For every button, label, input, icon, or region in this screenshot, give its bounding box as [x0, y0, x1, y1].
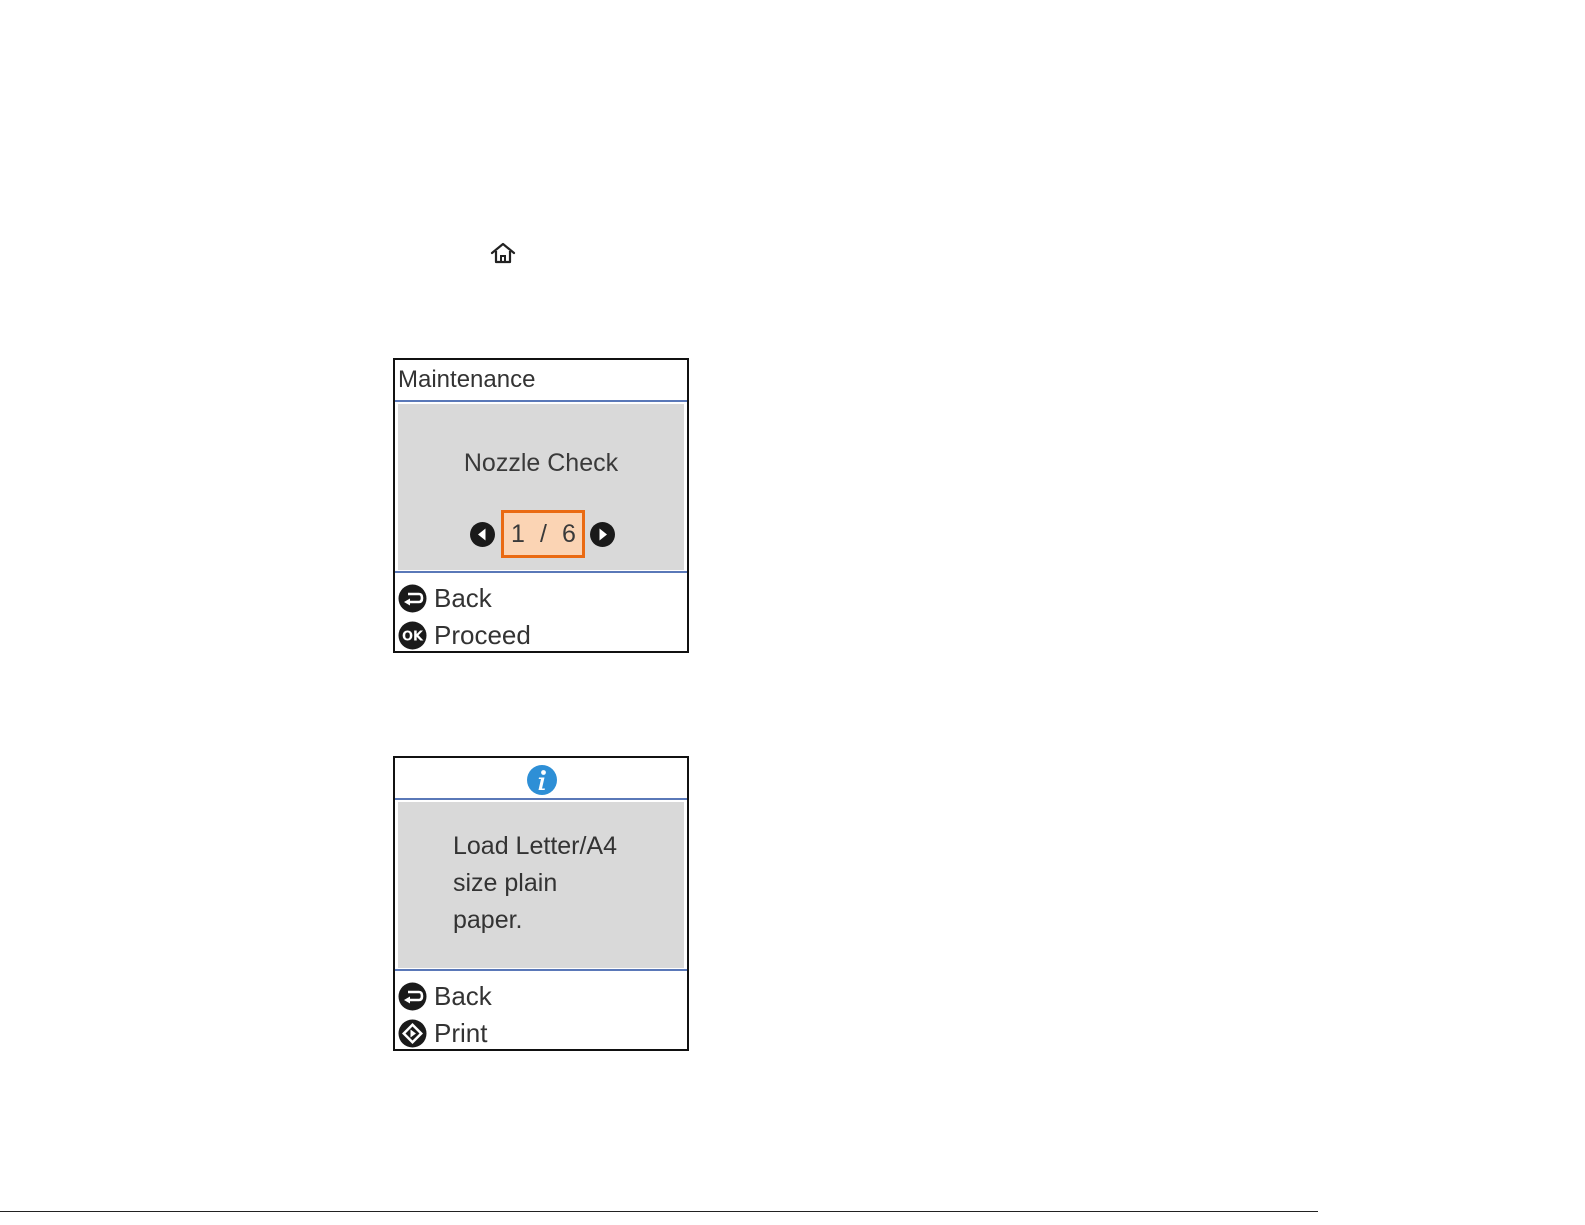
message-line: size plain — [453, 865, 617, 902]
footer-divider — [395, 969, 687, 971]
print-label: Print — [434, 1018, 487, 1048]
maintenance-screen: Maintenance Nozzle Check 1 / 6 Bac — [393, 358, 689, 653]
print-button[interactable]: Print — [398, 1017, 487, 1049]
ok-icon: OK — [398, 621, 427, 650]
page-indicator: 1 / 6 — [501, 510, 585, 558]
home-icon — [489, 241, 517, 265]
page-current: 1 — [511, 513, 525, 555]
svg-text:OK: OK — [402, 629, 424, 644]
left-arrow-icon[interactable] — [470, 522, 495, 547]
back-arrow-icon — [398, 584, 427, 613]
footer-divider — [395, 571, 687, 573]
screen-header: Maintenance — [395, 360, 687, 402]
proceed-label: Proceed — [434, 620, 531, 650]
screen-body: Load Letter/A4 size plain paper. — [398, 802, 684, 968]
proceed-button[interactable]: OK Proceed — [398, 619, 531, 651]
info-icon — [526, 764, 558, 796]
screen-title: Maintenance — [398, 366, 535, 394]
page-total: 6 — [562, 513, 576, 555]
back-label: Back — [434, 583, 492, 613]
back-arrow-icon — [398, 982, 427, 1011]
load-paper-screen: Load Letter/A4 size plain paper. Back Pr… — [393, 756, 689, 1051]
back-button[interactable]: Back — [398, 980, 492, 1012]
back-button[interactable]: Back — [398, 582, 492, 614]
screen-header — [395, 758, 687, 800]
message-line: paper. — [453, 902, 617, 939]
page-separator: / — [540, 513, 547, 555]
screen-body: Nozzle Check 1 / 6 — [398, 404, 684, 570]
load-paper-message: Load Letter/A4 size plain paper. — [453, 828, 617, 939]
page-bottom-rule — [0, 1211, 1318, 1212]
right-arrow-icon[interactable] — [590, 522, 615, 547]
pager: 1 / 6 — [470, 510, 618, 560]
start-diamond-icon — [398, 1019, 427, 1048]
back-label: Back — [434, 981, 492, 1011]
message-line: Load Letter/A4 — [453, 828, 617, 865]
menu-item-title: Nozzle Check — [398, 448, 684, 478]
